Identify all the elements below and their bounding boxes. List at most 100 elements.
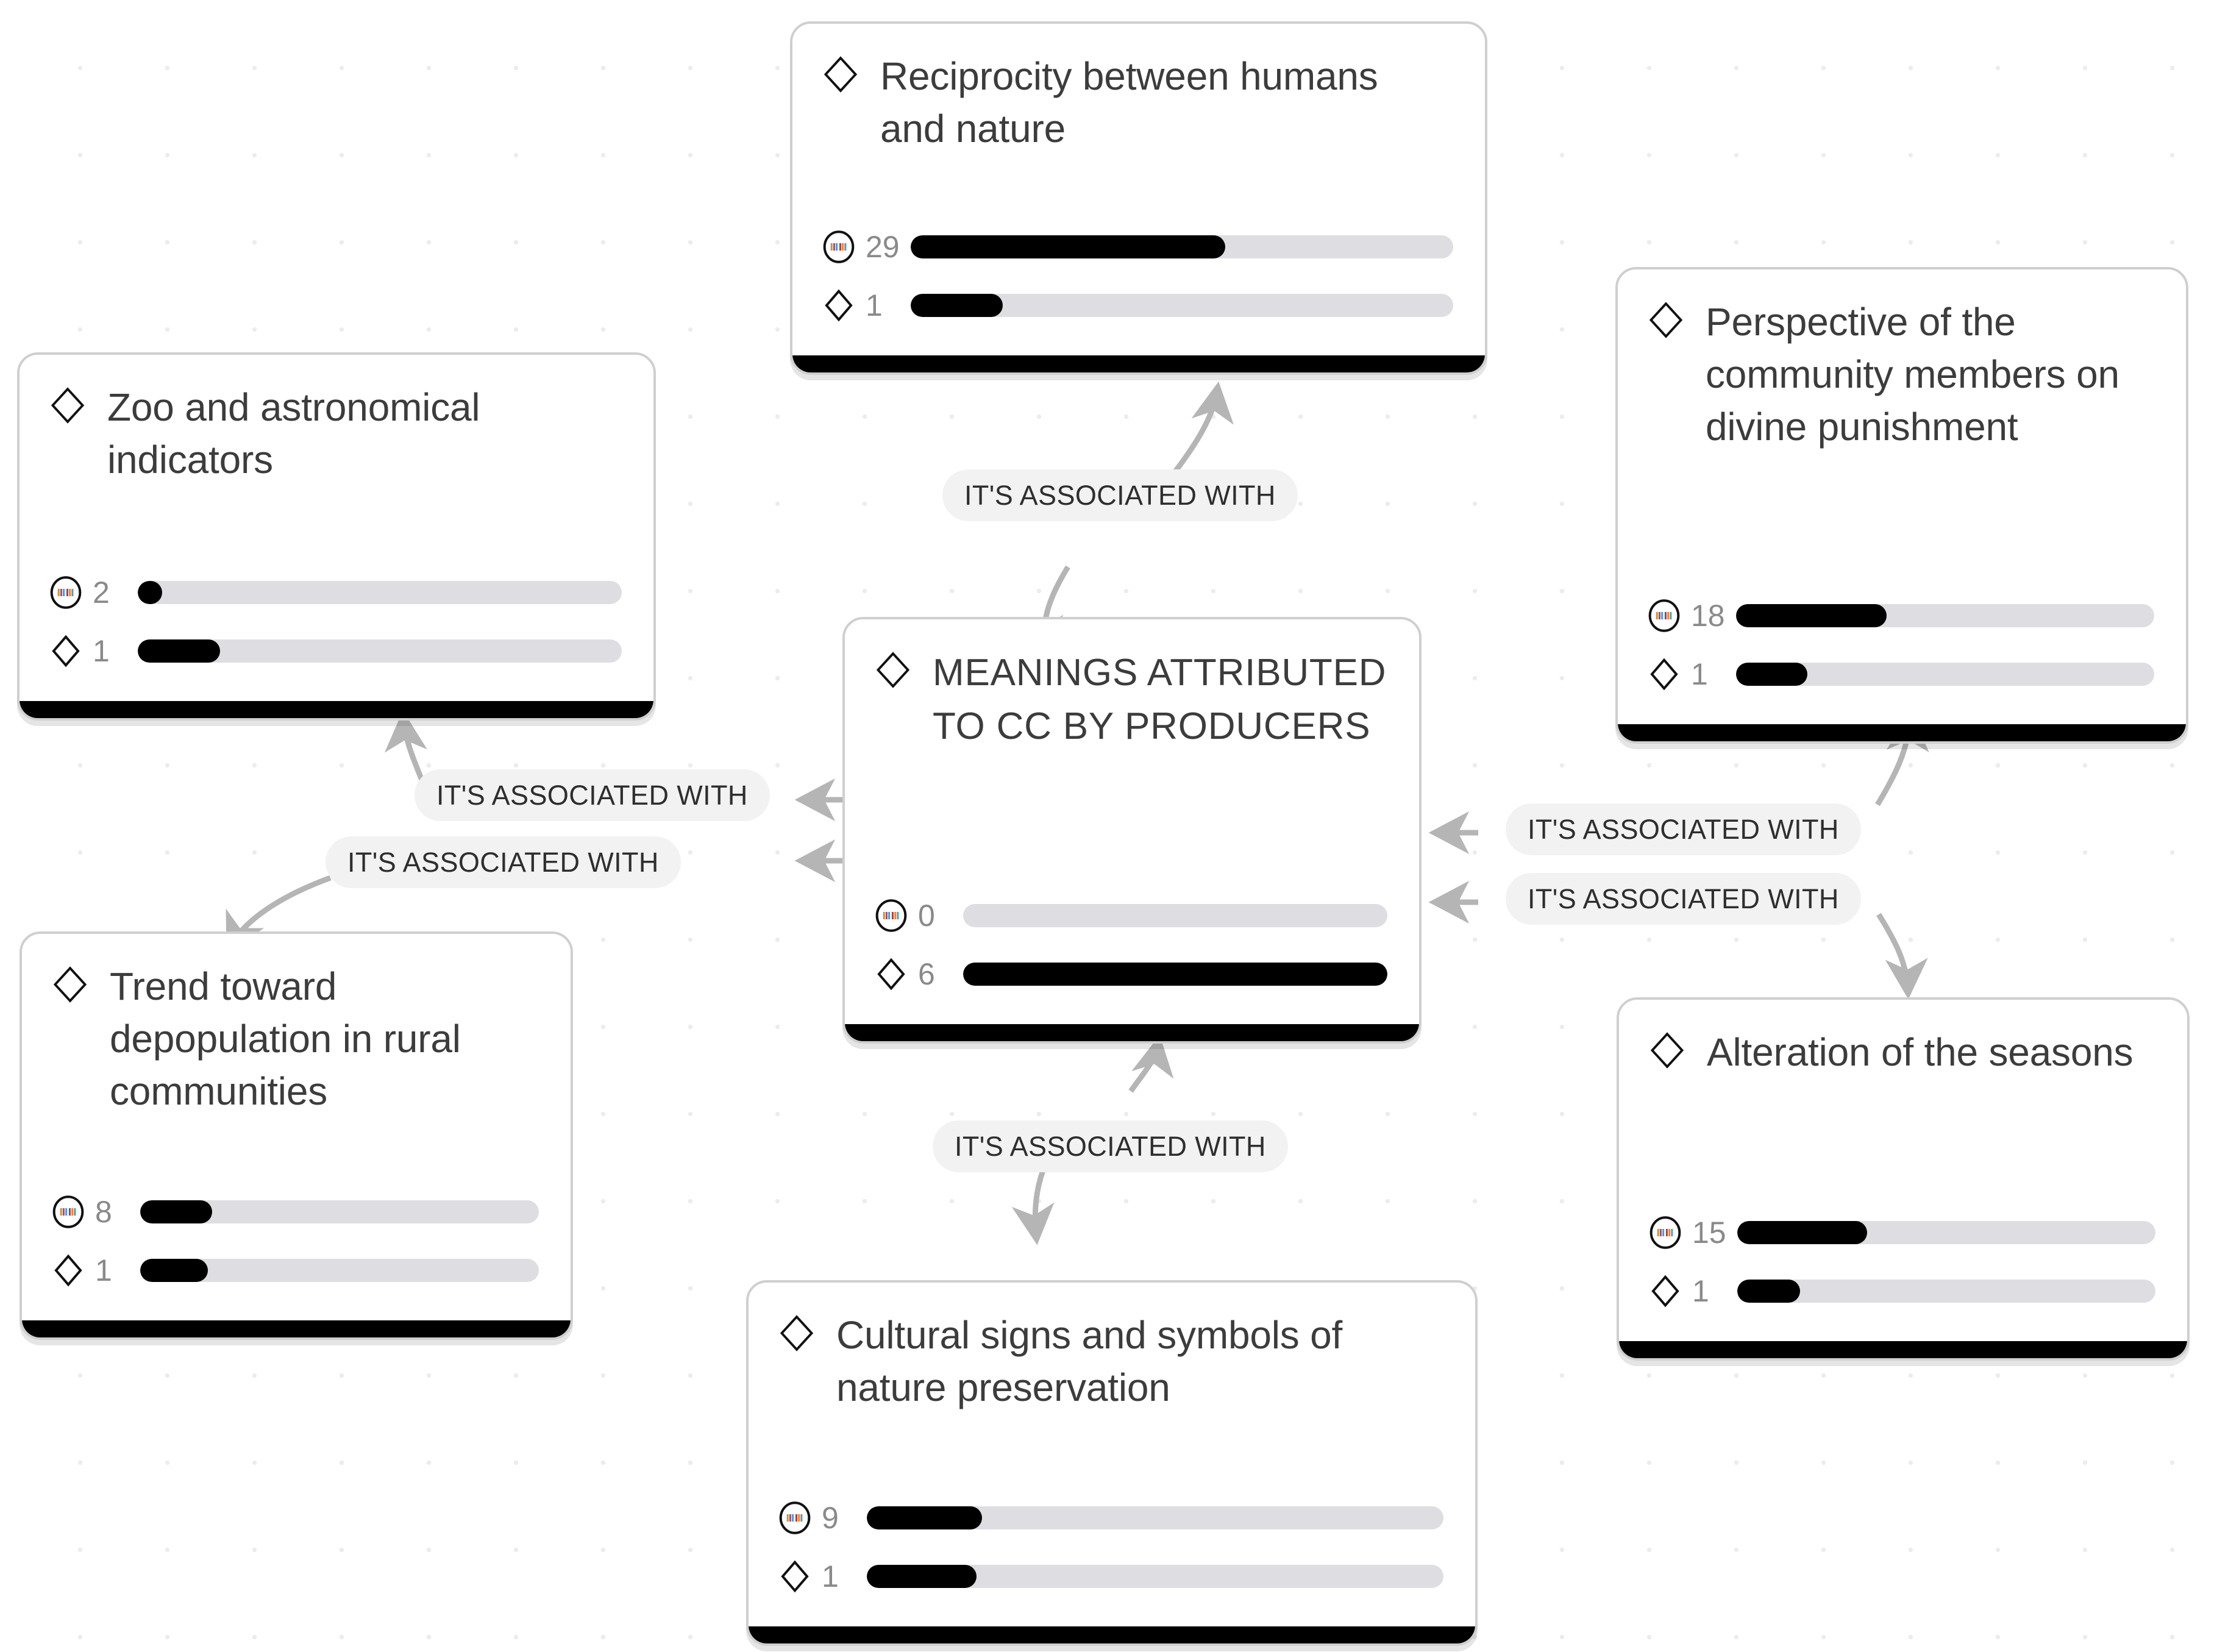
- node-title: Perspective of the community members on …: [1706, 300, 2119, 449]
- codes-bar-track: [1736, 663, 2154, 686]
- quotations-bar-track: [1736, 604, 2154, 627]
- quotations-bar-fill: [911, 235, 1226, 258]
- quotations-bar-fill: [1736, 604, 1887, 627]
- metric-quotations: 8: [51, 1183, 539, 1241]
- codes-bar-track: [911, 294, 1453, 317]
- codes-bar-track: [963, 963, 1387, 986]
- node-title: Reciprocity between humans and nature: [880, 54, 1378, 151]
- metric-quotations-value: 9: [822, 1501, 839, 1535]
- node-header: Perspective of the community members on …: [1647, 296, 2154, 453]
- quotation-count-icon: [875, 899, 907, 932]
- codes-bar-fill: [911, 294, 1003, 317]
- code-diamond-icon: [876, 652, 910, 688]
- edge-label-meanings-reciprocity[interactable]: IT'S ASSOCIATED WITH: [942, 469, 1298, 521]
- node-metrics: 29 1: [822, 218, 1453, 355]
- code-diamond-icon: [1649, 302, 1683, 338]
- quotation-count-icon: [50, 576, 82, 609]
- code-diamond-icon: [781, 1560, 809, 1593]
- codes-bar-fill: [138, 639, 220, 663]
- quotations-bar-fill: [867, 1506, 983, 1529]
- metric-codes: 1: [1648, 1262, 2155, 1320]
- node-zoo-astronomical[interactable]: Zoo and astronomical indicators 2: [17, 352, 656, 721]
- metric-codes-value: 1: [866, 288, 883, 322]
- metric-codes: 1: [1647, 645, 2154, 703]
- node-metrics: 15 1: [1648, 1203, 2155, 1341]
- code-diamond-icon: [877, 958, 905, 991]
- metric-codes: 1: [49, 622, 622, 680]
- quotation-count-icon: [823, 230, 855, 263]
- edge-label-alteration-meanings[interactable]: IT'S ASSOCIATED WITH: [1506, 873, 1861, 925]
- quotations-bar-fill: [138, 581, 162, 604]
- metric-codes: 1: [51, 1241, 539, 1300]
- codes-bar-fill: [963, 963, 1387, 986]
- edge-label-meanings-trend[interactable]: IT'S ASSOCIATED WITH: [326, 836, 681, 888]
- metric-codes-value: 1: [93, 634, 110, 668]
- metric-codes: 1: [822, 276, 1453, 335]
- node-header: Trend toward depopulation in rural commu…: [51, 961, 539, 1117]
- node-header: Cultural signs and symbols of nature pre…: [778, 1309, 1443, 1414]
- code-diamond-icon: [54, 1254, 82, 1287]
- quotation-count-icon: [1649, 1216, 1681, 1249]
- codes-bar-fill: [1737, 1280, 1800, 1303]
- code-diamond-icon: [1651, 1275, 1679, 1308]
- edge-label-meanings-cultural[interactable]: IT'S ASSOCIATED WITH: [933, 1120, 1288, 1172]
- metric-quotations-value: 18: [1691, 599, 1725, 633]
- codes-bar-fill: [1736, 663, 1807, 686]
- metric-quotations: 9: [778, 1489, 1443, 1547]
- node-footer-stripe: [1619, 1341, 2187, 1358]
- node-footer-stripe: [20, 701, 653, 718]
- node-body: Reciprocity between humans and nature 29: [792, 24, 1485, 355]
- metric-quotations: 29: [822, 218, 1453, 276]
- metric-quotations-value: 2: [93, 575, 110, 610]
- quotations-bar-fill: [1737, 1221, 1867, 1244]
- code-diamond-icon: [53, 966, 87, 1003]
- node-perspective-divine-punishment[interactable]: Perspective of the community members on …: [1615, 267, 2188, 744]
- quotations-bar-track: [140, 1200, 539, 1223]
- metric-quotations-value: 8: [95, 1195, 112, 1229]
- code-diamond-icon: [1650, 658, 1678, 691]
- quotations-bar-track: [867, 1506, 1443, 1529]
- metric-quotations: 2: [49, 563, 622, 622]
- node-body: Trend toward depopulation in rural commu…: [22, 934, 571, 1320]
- edge-label-perspective-meanings[interactable]: IT'S ASSOCIATED WITH: [1506, 803, 1861, 855]
- node-footer-stripe: [749, 1626, 1475, 1643]
- codes-bar-fill: [867, 1565, 977, 1588]
- code-diamond-icon: [1650, 1032, 1684, 1069]
- code-diamond-icon: [824, 56, 858, 93]
- node-body: Zoo and astronomical indicators 2: [20, 355, 653, 701]
- node-footer-stripe: [845, 1024, 1419, 1041]
- node-body: MEANINGS ATTRIBUTED TO CC BY PRODUCERS 0: [845, 619, 1419, 1024]
- code-diamond-icon: [51, 387, 85, 424]
- quotations-bar-fill: [140, 1200, 212, 1223]
- quotation-count-icon: [779, 1501, 811, 1534]
- node-title: Cultural signs and symbols of nature pre…: [836, 1313, 1343, 1409]
- metric-codes: 1: [778, 1547, 1443, 1606]
- node-cultural-signs-symbols[interactable]: Cultural signs and symbols of nature pre…: [746, 1280, 1478, 1646]
- codes-bar-fill: [140, 1259, 208, 1282]
- edge-label-meanings-zoo[interactable]: IT'S ASSOCIATED WITH: [415, 769, 770, 821]
- node-header: Reciprocity between humans and nature: [822, 51, 1453, 155]
- node-meanings-central[interactable]: MEANINGS ATTRIBUTED TO CC BY PRODUCERS 0: [842, 617, 1422, 1044]
- node-footer-stripe: [1618, 724, 2186, 741]
- node-alteration-seasons[interactable]: Alteration of the seasons 15: [1617, 997, 2190, 1361]
- node-title: MEANINGS ATTRIBUTED TO CC BY PRODUCERS: [933, 652, 1387, 748]
- node-footer-stripe: [22, 1320, 571, 1337]
- code-diamond-icon: [52, 635, 80, 668]
- quotations-bar-track: [911, 235, 1453, 258]
- quotation-count-icon: [1648, 599, 1680, 632]
- node-title: Alteration of the seasons: [1707, 1030, 2133, 1074]
- quotations-bar-track: [963, 904, 1387, 927]
- node-trend-depopulation[interactable]: Trend toward depopulation in rural commu…: [20, 931, 573, 1340]
- node-header: MEANINGS ATTRIBUTED TO CC BY PRODUCERS: [874, 646, 1387, 753]
- node-title: Trend toward depopulation in rural commu…: [110, 964, 461, 1113]
- node-header: Zoo and astronomical indicators: [49, 382, 622, 486]
- quotations-bar-track: [138, 581, 622, 604]
- quotation-count-icon: [52, 1195, 84, 1228]
- node-reciprocity[interactable]: Reciprocity between humans and nature 29: [790, 21, 1487, 375]
- code-diamond-icon: [780, 1315, 814, 1351]
- metric-codes-value: 1: [95, 1253, 112, 1287]
- metric-quotations: 0: [874, 886, 1387, 945]
- node-metrics: 9 1: [778, 1489, 1443, 1626]
- metric-codes-value: 1: [1692, 1274, 1709, 1308]
